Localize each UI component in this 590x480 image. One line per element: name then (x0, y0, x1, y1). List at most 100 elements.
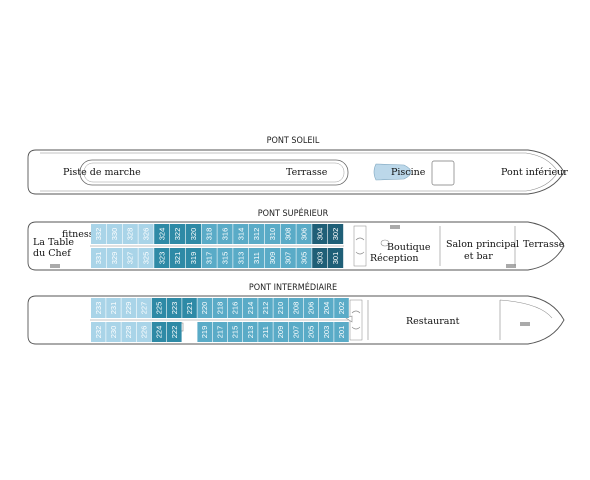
cabin-310[interactable] (264, 224, 280, 244)
cabin-217[interactable] (212, 322, 228, 342)
cabin-205[interactable] (303, 322, 319, 342)
walking-track (79, 159, 349, 186)
cabin-329[interactable] (106, 248, 122, 268)
cabin-207[interactable] (288, 322, 304, 342)
cabin-number: 211 (261, 326, 270, 338)
cabin-233[interactable] (91, 298, 106, 318)
cabin-307[interactable] (280, 248, 296, 268)
cabin-308[interactable] (280, 224, 296, 244)
cabin-number: 304 (315, 228, 324, 241)
cabin-number: 227 (139, 302, 148, 315)
cabin-222[interactable] (167, 322, 182, 342)
cabin-208[interactable] (288, 298, 304, 318)
cabin-number: 327 (126, 252, 135, 265)
cabin-223[interactable] (167, 298, 182, 318)
cabin-318[interactable] (201, 224, 217, 244)
cabin-number: 314 (236, 228, 245, 241)
cabin-210[interactable] (273, 298, 288, 318)
label-boutique: Boutique (387, 242, 431, 253)
cabin-204[interactable] (319, 298, 334, 318)
cabin-218[interactable] (212, 298, 228, 318)
cabin-number: 218 (215, 302, 224, 315)
cabin-number: 219 (200, 326, 209, 339)
cabin-328[interactable] (122, 224, 138, 244)
cabin-212[interactable] (258, 298, 273, 318)
cabin-232[interactable] (91, 322, 106, 342)
cabin-number: 231 (109, 302, 118, 315)
label-piscine: Piscine (391, 167, 426, 178)
cabin-number: 204 (322, 302, 331, 315)
cabin-332[interactable] (91, 224, 107, 244)
cabin-316[interactable] (217, 224, 233, 244)
cabin-225[interactable] (151, 298, 167, 318)
cabin-317[interactable] (201, 248, 217, 268)
cabin-305[interactable] (296, 248, 312, 268)
cabin-306[interactable] (296, 224, 312, 244)
cabin-202[interactable] (334, 298, 349, 318)
cabin-201[interactable] (334, 322, 349, 342)
cabin-313[interactable] (233, 248, 249, 268)
cabin-209[interactable] (273, 322, 288, 342)
cabin-226[interactable] (136, 322, 152, 342)
cabin-229[interactable] (121, 298, 136, 318)
label-terrasse-soleil: Terrasse (286, 167, 328, 178)
label-la-table-1: La Table (33, 237, 74, 248)
cabin-325[interactable] (138, 248, 154, 268)
cabin-230[interactable] (106, 322, 121, 342)
cabin-301[interactable] (328, 248, 344, 268)
label-reception: Réception (370, 253, 419, 264)
cabin-number: 214 (246, 302, 255, 315)
cabin-number: 221 (185, 302, 194, 315)
cabin-number: 229 (124, 302, 133, 315)
cabin-number: 206 (307, 302, 316, 315)
cabin-324[interactable] (154, 224, 170, 244)
cabin-219[interactable] (197, 322, 212, 342)
deck-title-intermediaire: PONT INTERMÉDIAIRE (249, 281, 337, 293)
cabin-number: 209 (276, 326, 285, 339)
cabin-number: 223 (170, 302, 179, 315)
cabin-214[interactable] (243, 298, 258, 318)
cabin-321[interactable] (170, 248, 186, 268)
cabin-216[interactable] (227, 298, 243, 318)
cabin-number: 208 (291, 302, 300, 315)
cabin-330[interactable] (106, 224, 122, 244)
cabin-213[interactable] (243, 322, 258, 342)
cabin-326[interactable] (138, 224, 154, 244)
cabin-220[interactable] (197, 298, 212, 318)
cabin-number: 222 (170, 326, 179, 339)
cabin-211[interactable] (258, 322, 273, 342)
cabin-number: 305 (300, 252, 309, 265)
cabin-319[interactable] (185, 248, 201, 268)
cabin-215[interactable] (227, 322, 243, 342)
cabin-228[interactable] (121, 322, 136, 342)
label-restaurant: Restaurant (406, 316, 460, 327)
label-salon-1: Salon principal (446, 239, 519, 250)
cabin-227[interactable] (136, 298, 152, 318)
label-terrasse-sup: Terrasse (523, 239, 565, 250)
cabin-315[interactable] (217, 248, 233, 268)
cabin-309[interactable] (264, 248, 280, 268)
cabin-303[interactable] (312, 248, 328, 268)
cabin-312[interactable] (249, 224, 265, 244)
cabin-311[interactable] (249, 248, 265, 268)
cabin-206[interactable] (303, 298, 319, 318)
cabin-302[interactable] (328, 224, 344, 244)
cabin-number: 203 (322, 326, 331, 339)
cabin-number: 303 (315, 252, 324, 265)
cabin-327[interactable] (122, 248, 138, 268)
cabin-number: 228 (124, 326, 133, 339)
cabin-323[interactable] (154, 248, 170, 268)
cabin-224[interactable] (151, 322, 167, 342)
cabin-231[interactable] (106, 298, 121, 318)
cabin-203[interactable] (319, 322, 334, 342)
cabin-320[interactable] (185, 224, 201, 244)
cabin-331[interactable] (91, 248, 107, 268)
cabin-number: 201 (337, 326, 346, 339)
cabin-314[interactable] (233, 224, 249, 244)
cabin-number: 330 (110, 228, 119, 241)
cabin-304[interactable] (312, 224, 328, 244)
cabin-number: 317 (205, 252, 214, 265)
cabin-221[interactable] (182, 298, 197, 318)
cabin-322[interactable] (170, 224, 186, 244)
